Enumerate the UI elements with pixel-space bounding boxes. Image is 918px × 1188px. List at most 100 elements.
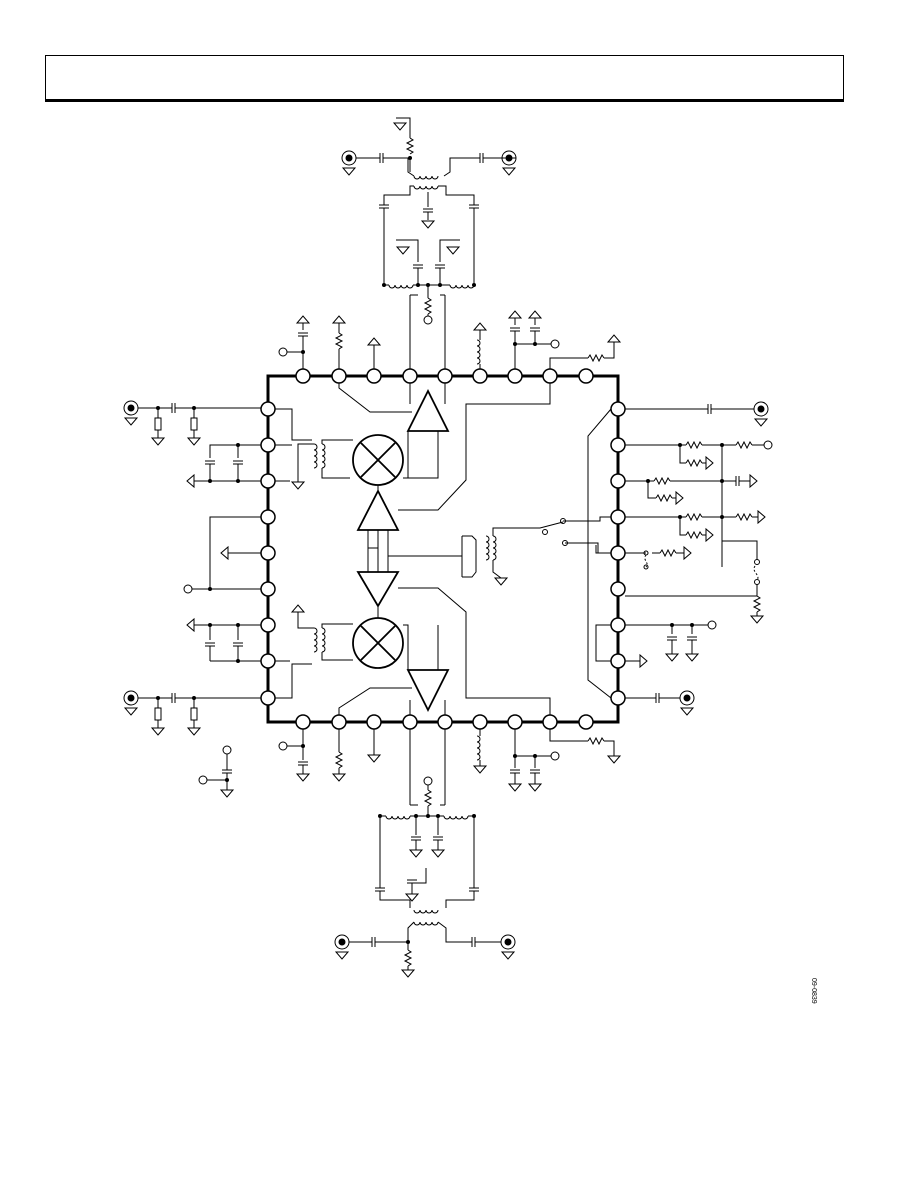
ground-icon (291, 481, 305, 490)
ground-icon (508, 783, 522, 792)
amplifier-top-icon (406, 388, 450, 432)
transformer-top-primary-icon (313, 443, 318, 469)
capacitor-icon (371, 936, 376, 948)
supply-icon (332, 315, 346, 324)
ground-icon (501, 951, 515, 960)
capacitor-icon (410, 836, 422, 841)
left-pins (260, 401, 276, 706)
pin-top-2 (331, 368, 347, 384)
mixer-top-icon (352, 434, 404, 486)
ground-icon (639, 654, 648, 668)
ground-icon (396, 246, 410, 255)
pin-bottom-6 (472, 714, 488, 730)
header-frame (45, 55, 844, 102)
transformer-top-secondary-icon (321, 443, 326, 469)
capacitor-icon (468, 887, 480, 892)
inductor-icon (476, 735, 481, 761)
rf-connector-left-top-icon (123, 400, 139, 416)
ground-icon (494, 577, 508, 586)
ground-icon (705, 528, 714, 542)
bottom-input-network (334, 729, 516, 978)
resistor-icon (685, 459, 703, 467)
resistor-icon (659, 549, 677, 557)
ground-icon (124, 417, 138, 426)
capacitor-icon (666, 636, 678, 641)
pin-left-4 (260, 509, 276, 525)
pin-top-1 (295, 368, 311, 384)
jumper-contact-icon (754, 559, 760, 565)
pin-top-4 (402, 368, 418, 384)
lo-transformer-switch (461, 516, 611, 586)
capacitor-icon (479, 152, 484, 164)
pin-left-3 (260, 473, 276, 489)
capacitor-icon (406, 879, 418, 884)
resistor-icon (735, 513, 753, 521)
supply-icon (367, 337, 381, 346)
capacitor-icon (735, 475, 740, 487)
ground-icon (446, 246, 460, 255)
transformer-bottom-primary-icon (313, 627, 318, 653)
pin-left-7 (260, 617, 276, 633)
pin-left-6 (260, 581, 276, 597)
ground-icon (750, 615, 764, 624)
ground-icon (680, 707, 694, 716)
resistor-icon (735, 441, 753, 449)
left-components-top (123, 400, 353, 490)
pin-top-7 (507, 368, 523, 384)
resistor-icon (404, 949, 412, 967)
supply-icon (508, 310, 522, 319)
resistor-icon (406, 137, 414, 155)
ground-icon (187, 727, 201, 736)
pin-top-6 (472, 368, 488, 384)
pin-right-9 (610, 690, 626, 706)
lo-buffer-top-icon (356, 489, 400, 531)
resistor-icon (424, 789, 432, 807)
ground-icon (705, 456, 714, 470)
mixer-bottom-icon (352, 617, 404, 669)
left-components-middle (183, 516, 261, 594)
supply-icon (607, 334, 621, 343)
capacitor-icon (412, 264, 424, 269)
ground-icon (335, 951, 349, 960)
switch-icon (542, 529, 548, 535)
supply-icon (291, 604, 305, 613)
top-input-network (341, 117, 517, 369)
pin-bottom-4 (402, 714, 418, 730)
balun-secondary-icon (413, 185, 439, 190)
pin-right-7 (610, 617, 626, 633)
capacitor-icon (529, 769, 541, 774)
capacitor-icon (432, 836, 444, 841)
ground-icon (186, 474, 195, 488)
pin-right-1 (610, 401, 626, 417)
pin-right-5 (610, 545, 626, 561)
capacitor-icon (434, 264, 446, 269)
capacitor-icon (171, 402, 176, 414)
ground-icon (401, 969, 415, 978)
capacitor-icon (171, 692, 176, 704)
pin-bottom-7 (507, 714, 523, 730)
resistor-icon (190, 417, 198, 431)
capacitor-icon (232, 460, 244, 465)
capacitor-icon (529, 327, 541, 332)
ground-icon (754, 418, 768, 427)
capacitor-icon (204, 642, 216, 647)
ground-icon (332, 773, 346, 782)
ground-icon (342, 167, 356, 176)
pin-left-5 (260, 545, 276, 561)
top-pin-components (278, 310, 621, 369)
capacitor-icon (374, 887, 386, 892)
rf-connector-bottom-left-icon (334, 934, 350, 950)
capacitor-icon (297, 761, 309, 766)
resistor-icon (685, 441, 703, 449)
ground-icon (749, 474, 758, 488)
pin-top-5 (437, 368, 453, 384)
internal-wiring (275, 383, 612, 715)
bottom-pin-components (278, 729, 621, 792)
inductor-icon (449, 284, 475, 289)
ground-icon (186, 618, 195, 632)
capacitor-icon (422, 208, 434, 213)
pin-right-2 (610, 437, 626, 453)
capacitor-icon (221, 769, 233, 774)
resistor-icon (190, 707, 198, 721)
ground-icon (421, 220, 435, 229)
